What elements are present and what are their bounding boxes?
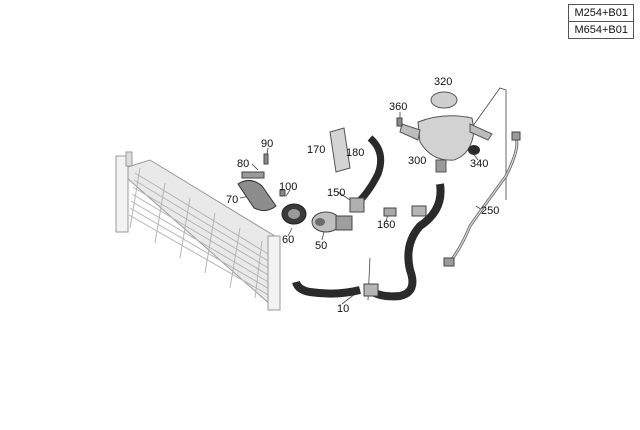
callout: 10	[337, 303, 350, 315]
callout: 160	[377, 219, 396, 231]
grommet	[468, 145, 480, 155]
callout: 320	[434, 76, 453, 88]
coolant-hose-lower	[292, 280, 361, 298]
callout: 90	[261, 138, 274, 150]
pump-holder	[237, 180, 277, 212]
upper-hose	[353, 135, 385, 207]
tank-cap	[430, 91, 458, 109]
variant-codes: M254+B01 M654+B01	[568, 4, 634, 39]
callout: 180	[346, 147, 365, 159]
callout: 60	[282, 234, 295, 246]
clamp-bracket	[241, 171, 265, 179]
screw	[396, 117, 403, 127]
callout: 70	[226, 194, 239, 206]
callout: 250	[481, 205, 500, 217]
hose-connector	[363, 283, 379, 297]
coolant-pump	[311, 211, 353, 233]
radiator	[115, 151, 281, 311]
callout: 360	[389, 101, 408, 113]
coolant-hose-long	[367, 183, 445, 301]
expansion-tank	[399, 115, 493, 173]
callout: 340	[470, 158, 489, 170]
connector-fitting	[349, 197, 365, 213]
callout: 80	[237, 158, 250, 170]
bracket	[329, 127, 351, 173]
callout: 150	[327, 187, 346, 199]
variant-code: M254+B01	[569, 5, 633, 22]
temperature-sensor	[383, 207, 397, 217]
callout: 50	[315, 240, 328, 252]
callout: 100	[279, 181, 298, 193]
callout: 170	[307, 144, 326, 156]
callout: 300	[408, 155, 427, 167]
variant-code: M654+B01	[574, 24, 628, 36]
